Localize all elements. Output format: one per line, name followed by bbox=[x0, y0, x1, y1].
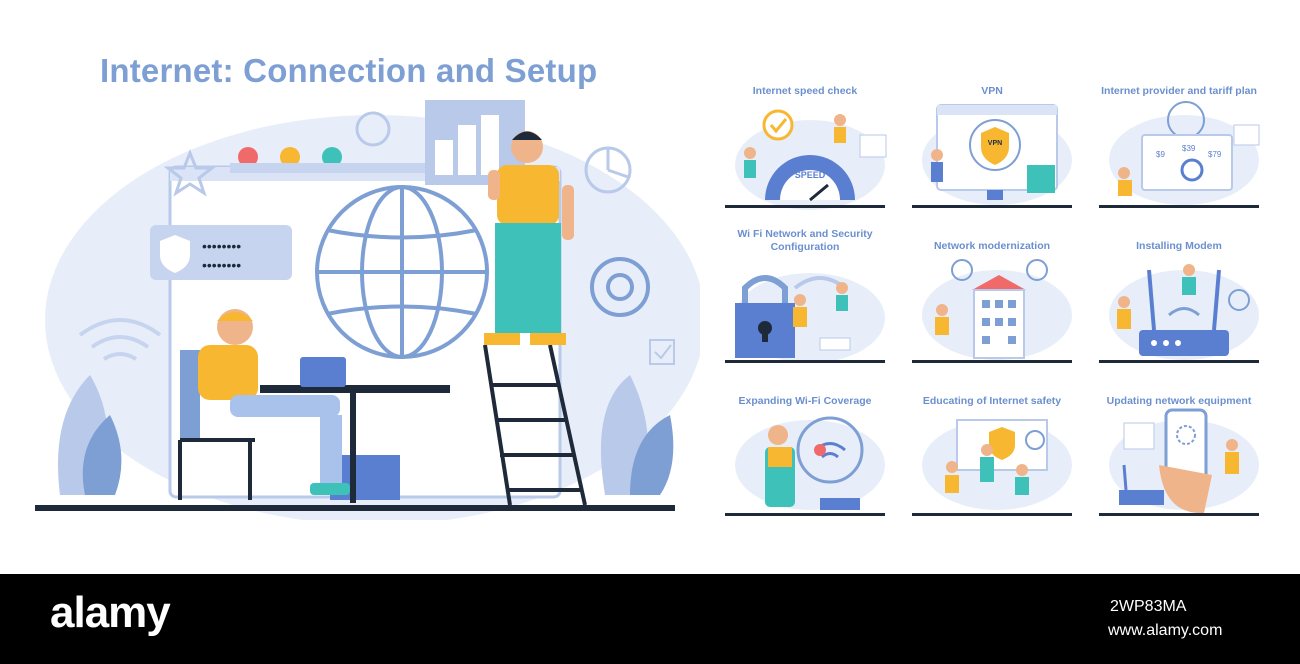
desk bbox=[260, 385, 450, 393]
watermark-logo: alamy bbox=[50, 588, 171, 637]
laptop bbox=[300, 357, 346, 387]
price-plan-icon: $9 $39 $79 bbox=[1099, 101, 1260, 208]
card-network-equipment: Updating network equipment bbox=[1094, 395, 1264, 545]
password-mask-2: •••••••• bbox=[202, 257, 241, 273]
browser-dot-red bbox=[238, 147, 258, 167]
phone-icon bbox=[1099, 408, 1259, 516]
ground-line bbox=[35, 505, 675, 511]
gear-small-icon bbox=[355, 111, 391, 147]
modem-icon bbox=[1099, 264, 1259, 363]
card-title-provider: Internet provider and tariff plan bbox=[1101, 85, 1257, 97]
seated-man bbox=[198, 309, 350, 495]
gear-icon bbox=[590, 257, 650, 317]
card-speed-check: SPEED Internet speed check bbox=[720, 85, 890, 235]
watermark-bar bbox=[0, 574, 1300, 664]
card-modem: Installing Modem bbox=[1094, 240, 1264, 390]
hero-illustration: •••••••• •••••••• bbox=[35, 100, 700, 520]
star-icon bbox=[163, 148, 217, 197]
svg-text:$9: $9 bbox=[1156, 150, 1165, 159]
shield-icon bbox=[160, 235, 190, 273]
card-title-wifi-security: Wi Fi Network and Security Configuration bbox=[737, 228, 873, 253]
shield-icon: VPN bbox=[912, 104, 1072, 208]
card-title-vpn: VPN bbox=[981, 85, 1003, 97]
wifi-icon bbox=[725, 416, 885, 516]
globe-icon bbox=[315, 185, 489, 359]
card-title-modem: Installing Modem bbox=[1136, 240, 1222, 252]
building-icon bbox=[912, 259, 1072, 363]
card-title-wifi-coverage: Expanding Wi-Fi Coverage bbox=[738, 395, 872, 407]
password-mask: •••••••• bbox=[202, 238, 241, 254]
standing-man bbox=[484, 131, 574, 345]
browser-dot-yellow bbox=[280, 147, 300, 167]
plant-left-dark bbox=[82, 415, 122, 495]
browser-dot-teal bbox=[322, 147, 342, 167]
svg-text:VPN: VPN bbox=[988, 140, 1002, 147]
chair bbox=[180, 350, 200, 440]
card-wifi-security: Wi Fi Network and Security Configuration bbox=[720, 228, 890, 378]
speed-gauge-icon: SPEED bbox=[725, 109, 887, 210]
svg-text:SPEED: SPEED bbox=[795, 170, 826, 180]
page-title: Internet: Connection and Setup bbox=[100, 52, 598, 89]
card-title-modernization: Network modernization bbox=[933, 240, 1051, 252]
pie-chart-icon bbox=[584, 146, 632, 194]
card-title-speed-check: Internet speed check bbox=[752, 85, 858, 97]
card-modernization: Network modernization bbox=[907, 240, 1077, 390]
card-title-internet-safety: Educating of Internet safety bbox=[922, 395, 1062, 407]
card-wifi-coverage: Expanding Wi-Fi Coverage bbox=[720, 395, 890, 545]
card-internet-safety: Educating of Internet safety bbox=[907, 395, 1077, 545]
card-vpn: VPN VPN bbox=[907, 85, 1077, 235]
site-url: www.alamy.com bbox=[1108, 622, 1223, 639]
card-title-network-equipment: Updating network equipment bbox=[1106, 395, 1252, 407]
plant-right-dark bbox=[630, 415, 674, 495]
checkbox-icon bbox=[649, 339, 675, 365]
ladder bbox=[483, 344, 587, 506]
svg-text:$79: $79 bbox=[1208, 150, 1222, 159]
image-id: 2WP83MA bbox=[1110, 598, 1187, 615]
wifi-icon bbox=[78, 318, 162, 361]
presentation-icon bbox=[912, 419, 1072, 516]
svg-text:$39: $39 bbox=[1182, 144, 1196, 153]
padlock-icon bbox=[725, 273, 885, 363]
card-provider: $9 $39 $79 Internet provider and tariff … bbox=[1094, 85, 1264, 235]
